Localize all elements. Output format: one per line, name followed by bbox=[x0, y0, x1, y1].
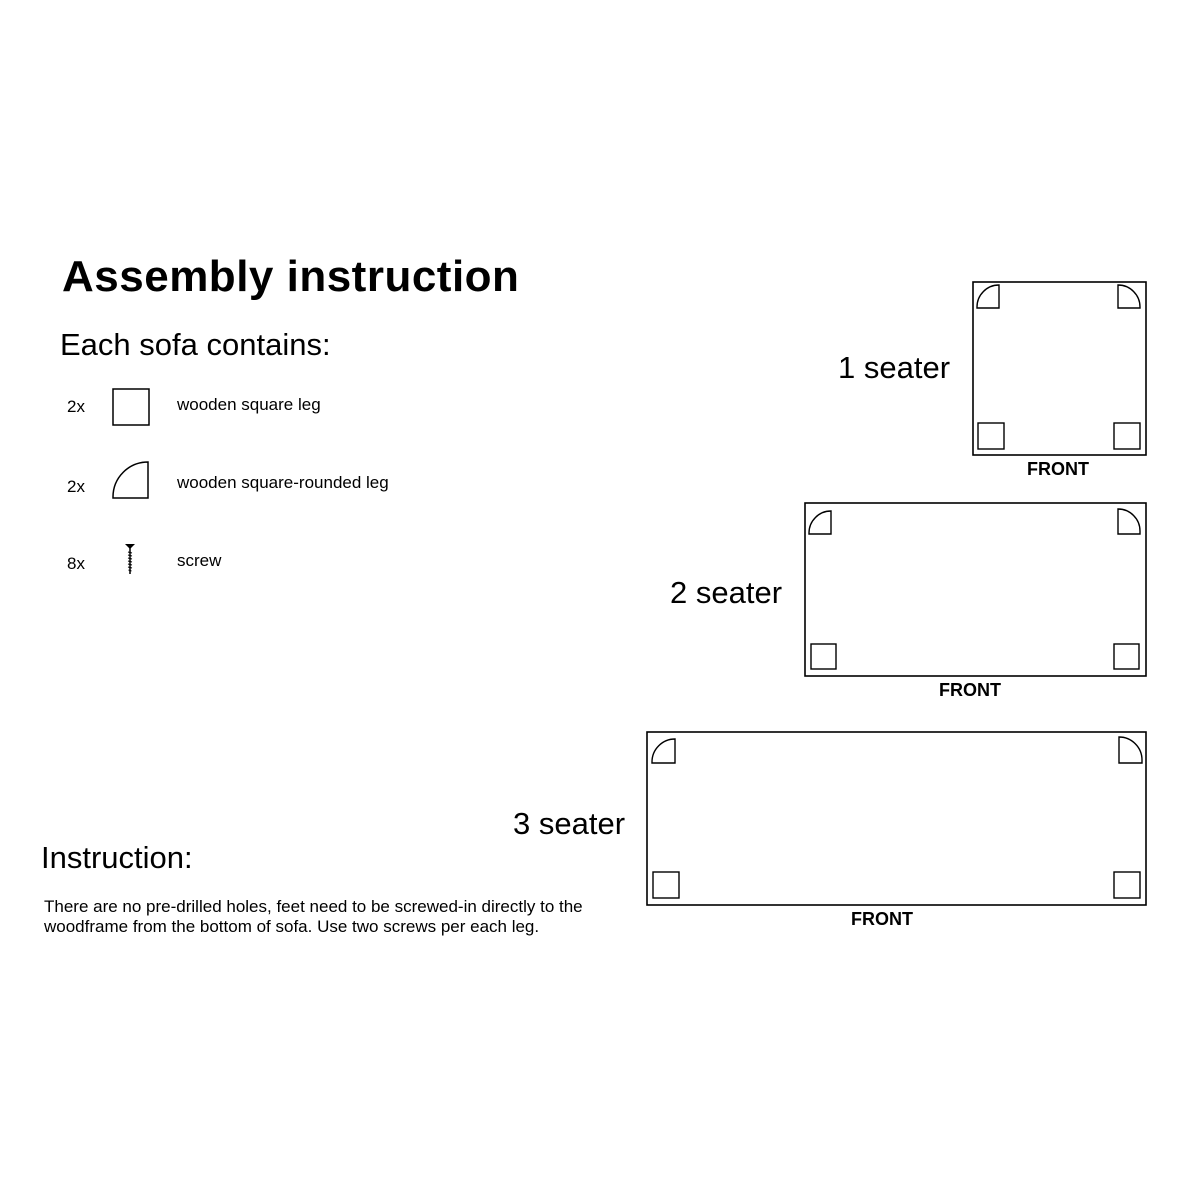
two-seater-diagram bbox=[804, 502, 1147, 677]
item-quantity: 2x bbox=[67, 477, 85, 496]
front-label: FRONT bbox=[851, 909, 913, 929]
square-leg-icon bbox=[112, 388, 150, 426]
sofa-outline bbox=[972, 281, 1147, 456]
item-quantity: 2x bbox=[67, 397, 85, 416]
square-leg-icon bbox=[1113, 871, 1141, 899]
item-label: screw bbox=[177, 551, 222, 570]
rounded-leg-icon bbox=[1117, 508, 1141, 535]
one-seater-label: 1 seater bbox=[838, 350, 951, 385]
two-seater-label: 2 seater bbox=[670, 575, 783, 610]
contents-heading: Each sofa contains: bbox=[60, 327, 331, 362]
sofa-outline bbox=[804, 502, 1147, 677]
square-leg-icon bbox=[977, 422, 1005, 450]
rounded-leg-icon bbox=[651, 738, 676, 764]
page-title: Assembly instruction bbox=[62, 252, 520, 301]
instruction-heading: Instruction: bbox=[41, 840, 193, 875]
screw-icon bbox=[125, 544, 135, 574]
instruction-text: There are no pre-drilled holes, feet nee… bbox=[44, 897, 583, 936]
item-label: wooden square leg bbox=[177, 395, 321, 414]
square-leg-icon bbox=[1113, 643, 1140, 670]
item-label: wooden square-rounded leg bbox=[177, 473, 389, 492]
rounded-leg-icon bbox=[976, 284, 1000, 309]
square-leg-icon bbox=[810, 643, 837, 670]
rounded-leg-icon bbox=[1117, 284, 1141, 309]
sofa-outline bbox=[646, 731, 1147, 906]
front-label: FRONT bbox=[939, 680, 1001, 700]
three-seater-label: 3 seater bbox=[513, 806, 626, 841]
square-leg-icon bbox=[1113, 422, 1141, 450]
item-quantity: 8x bbox=[67, 554, 85, 573]
front-label: FRONT bbox=[1027, 459, 1089, 479]
rounded-leg-icon bbox=[1118, 736, 1143, 764]
rounded-leg-icon bbox=[112, 461, 149, 499]
square-leg-icon bbox=[652, 871, 680, 899]
one-seater-diagram bbox=[972, 281, 1147, 456]
three-seater-diagram bbox=[646, 731, 1147, 906]
rounded-leg-icon bbox=[808, 510, 832, 535]
